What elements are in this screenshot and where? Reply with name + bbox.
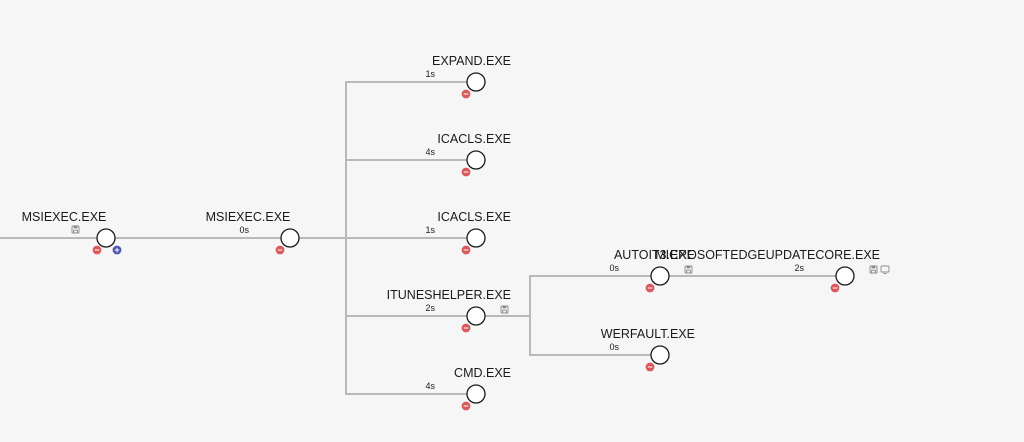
- process-tree-edges: [0, 81, 836, 395]
- collapse-button[interactable]: −: [461, 323, 471, 333]
- duration-label: 0s: [609, 263, 619, 273]
- process-node-circle[interactable]: [96, 228, 116, 248]
- process-name-label: MSIEXEC.EXE: [206, 210, 291, 224]
- edge-msiexec-to-ituneshelper: [299, 237, 467, 317]
- minus-icon: −: [463, 89, 468, 99]
- process-name-label: WERFAULT.EXE: [601, 327, 695, 341]
- disk-icon: [500, 305, 509, 314]
- process-name-label: ITUNESHELPER.EXE: [387, 288, 511, 302]
- process-name-label: ICACLS.EXE: [437, 132, 511, 146]
- minus-icon: −: [94, 245, 99, 255]
- expand-button[interactable]: +: [112, 245, 122, 255]
- minus-icon: −: [463, 323, 468, 333]
- process-name-label: ICACLS.EXE: [437, 210, 511, 224]
- process-node-circle[interactable]: [466, 228, 486, 248]
- process-node-circle[interactable]: [466, 150, 486, 170]
- duration-label: 0s: [239, 225, 249, 235]
- collapse-button[interactable]: −: [92, 245, 102, 255]
- minus-icon: −: [647, 283, 652, 293]
- minus-icon: −: [277, 245, 282, 255]
- process-node-circle[interactable]: [650, 266, 670, 286]
- minus-icon: −: [463, 401, 468, 411]
- disk-icon: [684, 265, 693, 274]
- collapse-button[interactable]: −: [275, 245, 285, 255]
- minus-icon: −: [647, 362, 652, 372]
- process-node-circle[interactable]: [280, 228, 300, 248]
- collapse-button[interactable]: −: [461, 167, 471, 177]
- collapse-button[interactable]: −: [461, 89, 471, 99]
- process-node-circle[interactable]: [466, 72, 486, 92]
- edge-msiexec-to-icacls-1: [299, 159, 467, 239]
- process-name-label: CMD.EXE: [454, 366, 511, 380]
- process-node-circle[interactable]: [466, 384, 486, 404]
- duration-label: 2s: [425, 303, 435, 313]
- duration-label: 1s: [425, 225, 435, 235]
- process-name-label: MSIEXEC.EXE: [22, 210, 107, 224]
- duration-label: 2s: [794, 263, 804, 273]
- edge-msiexec-to-cmd: [299, 237, 467, 395]
- minus-icon: −: [832, 283, 837, 293]
- process-node-circle[interactable]: [650, 345, 670, 365]
- collapse-button[interactable]: −: [645, 362, 655, 372]
- process-node-msiexec-parent[interactable]: MSIEXEC.EXE − +: [22, 210, 122, 255]
- collapse-button[interactable]: −: [461, 401, 471, 411]
- disk-icon: [71, 225, 80, 234]
- duration-label: 0s: [609, 342, 619, 352]
- plus-icon: +: [114, 245, 119, 255]
- process-tree-nodes: MSIEXEC.EXE−+MSIEXEC.EXE0s−EXPAND.EXE1s−…: [22, 54, 890, 411]
- duration-label: 4s: [425, 147, 435, 157]
- minus-icon: −: [463, 167, 468, 177]
- minus-icon: −: [463, 245, 468, 255]
- duration-label: 4s: [425, 381, 435, 391]
- process-node-cmd[interactable]: CMD.EXE 4s −: [425, 366, 511, 411]
- process-node-circle[interactable]: [835, 266, 855, 286]
- collapse-button[interactable]: −: [645, 283, 655, 293]
- disk-icon: [869, 265, 878, 274]
- process-node-circle[interactable]: [466, 306, 486, 326]
- monitor-icon: [880, 265, 890, 274]
- process-name-label: MICROSOFTEDGEUPDATECORE.EXE: [655, 248, 880, 262]
- edge-ituneshelper-to-werfault: [485, 315, 651, 356]
- duration-label: 1s: [425, 69, 435, 79]
- collapse-button[interactable]: −: [461, 245, 471, 255]
- process-name-label: EXPAND.EXE: [432, 54, 511, 68]
- process-name-label: AUTOIT3.EXE: [614, 248, 695, 262]
- collapse-button[interactable]: −: [830, 283, 840, 293]
